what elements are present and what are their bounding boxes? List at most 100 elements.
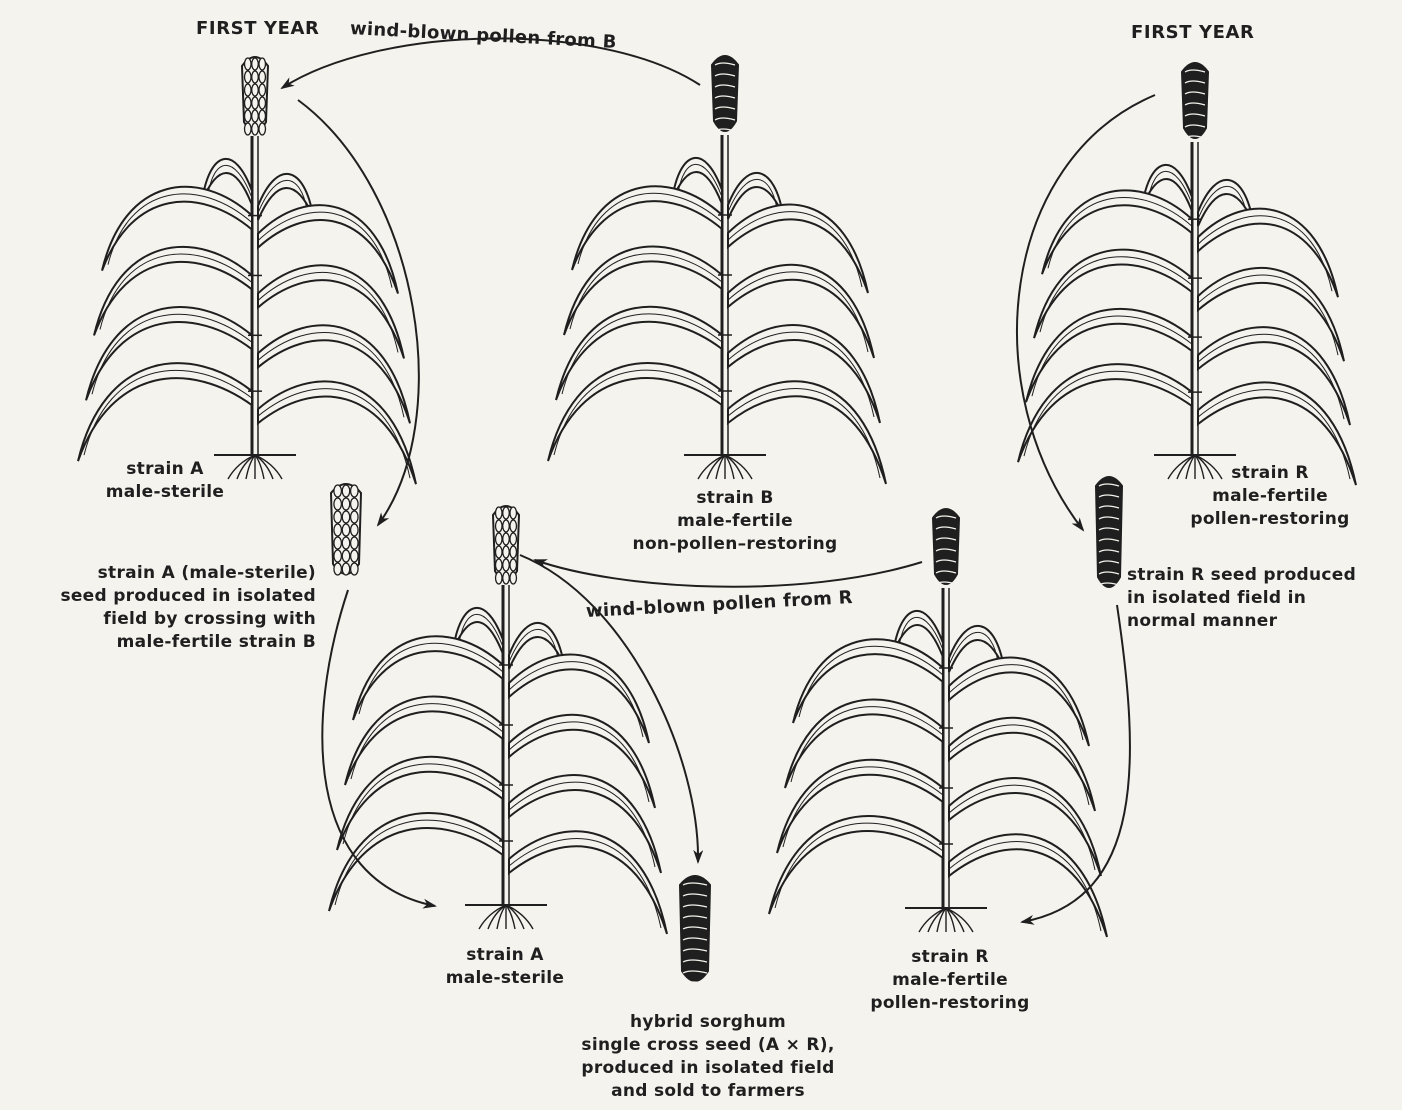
grain (259, 71, 266, 83)
panicle-outline (1096, 477, 1122, 587)
arrow-seed-to-a-bottom (322, 590, 435, 906)
leaf-vein (84, 370, 252, 455)
r-seed-line: normal manner (1127, 610, 1397, 633)
grain (252, 123, 259, 135)
panicle (493, 506, 519, 584)
grain (503, 520, 510, 532)
first-year-heading-left: FIRST YEAR (196, 17, 319, 40)
hybrid-seed-note: hybrid sorghum single cross seed (A × R)… (548, 1011, 868, 1103)
strain-r-top-caption: strain R male-fertile pollen-restoring (1180, 462, 1360, 531)
arrow-pollen-from-r (535, 560, 922, 587)
leaf (548, 363, 722, 461)
grain (496, 520, 503, 532)
grain (496, 533, 503, 545)
grain (510, 533, 517, 545)
grain-texture (683, 982, 707, 984)
arrow-a-to-seed (298, 100, 419, 525)
strain-a-bottom-caption: strain A male-sterile (425, 944, 585, 990)
grain (351, 485, 359, 497)
strain-a-bottom-name: strain A (425, 944, 585, 967)
plant-strain-b (548, 56, 886, 484)
grain (510, 507, 517, 519)
plant-strain-r-top (1018, 63, 1356, 485)
leaf-vein (554, 370, 722, 455)
grain (245, 58, 252, 70)
leaf (1018, 364, 1192, 462)
a-seed-line: field by crossing with (10, 608, 316, 631)
grain (259, 110, 266, 122)
leaf (258, 381, 416, 484)
leaf (1198, 327, 1350, 425)
hybrid-seed-head (680, 876, 710, 984)
grain (252, 71, 259, 83)
plant-strain-r-bottom (769, 509, 1107, 937)
strain-a-top-caption: strain A male-sterile (95, 458, 235, 504)
grain (496, 559, 503, 571)
leaf-vein (775, 823, 943, 908)
grain (351, 511, 359, 523)
grain (351, 563, 359, 575)
grain (503, 507, 510, 519)
a-seed-line: seed produced in isolated (10, 585, 316, 608)
grain (334, 485, 342, 497)
grain (259, 84, 266, 96)
grain (334, 498, 342, 510)
grain (510, 520, 517, 532)
grain (351, 550, 359, 562)
grain (334, 537, 342, 549)
leaf-vein (1024, 371, 1192, 456)
grain (245, 110, 252, 122)
strain-b-trait-1: male-fertile (610, 510, 860, 533)
leaf (329, 813, 503, 911)
strain-r-top-trait-2: pollen-restoring (1180, 508, 1360, 531)
strain-r-seed-note: strain R seed produced in isolated field… (1127, 564, 1397, 633)
grain (496, 507, 503, 519)
grain (351, 498, 359, 510)
leaf (78, 363, 252, 461)
hybrid-line: hybrid sorghum (548, 1011, 868, 1034)
strain-b-caption: strain B male-fertile non-pollen–restori… (610, 487, 860, 556)
grain (342, 550, 350, 562)
grain (510, 546, 517, 558)
strain-a-bottom-trait: male-sterile (425, 967, 585, 990)
grain (259, 97, 266, 109)
strain-a-seed-note: strain A (male-sterile) seed produced in… (10, 562, 316, 654)
grain (342, 511, 350, 523)
strain-r-bottom-caption: strain R male-fertile pollen-restoring (840, 946, 1060, 1015)
hybrid-line: produced in isolated field (548, 1057, 868, 1080)
grain (259, 58, 266, 70)
grain (334, 550, 342, 562)
grain (342, 563, 350, 575)
grain (496, 546, 503, 558)
leaf (728, 381, 886, 484)
strain-r-top-name: strain R (1180, 462, 1360, 485)
panicle (1182, 63, 1208, 138)
grain (252, 84, 259, 96)
grain (252, 58, 259, 70)
grain (503, 546, 510, 558)
grain (342, 485, 350, 497)
panicle (712, 56, 738, 131)
plant-strain-a-top (78, 57, 416, 484)
grain (245, 123, 252, 135)
grain (245, 97, 252, 109)
grain (259, 123, 266, 135)
r-seed-line: strain R seed produced (1127, 564, 1397, 587)
leaf (509, 831, 667, 934)
strain-b-name: strain B (610, 487, 860, 510)
strain-r-bottom-trait-2: pollen-restoring (840, 992, 1060, 1015)
grain (334, 511, 342, 523)
strain-r-bottom-name: strain R (840, 946, 1060, 969)
plant-strain-a-bottom (329, 506, 667, 934)
grain (510, 559, 517, 571)
a-seed-line: strain A (male-sterile) (10, 562, 316, 585)
hybrid-line: single cross seed (A × R), (548, 1034, 868, 1057)
strain-a-top-trait: male-sterile (95, 481, 235, 504)
grain (334, 524, 342, 536)
strain-a-seed-head (331, 484, 361, 575)
panicle (242, 57, 268, 135)
grain (245, 71, 252, 83)
strain-a-top-name: strain A (95, 458, 235, 481)
strain-b-trait-2: non-pollen–restoring (610, 533, 860, 556)
